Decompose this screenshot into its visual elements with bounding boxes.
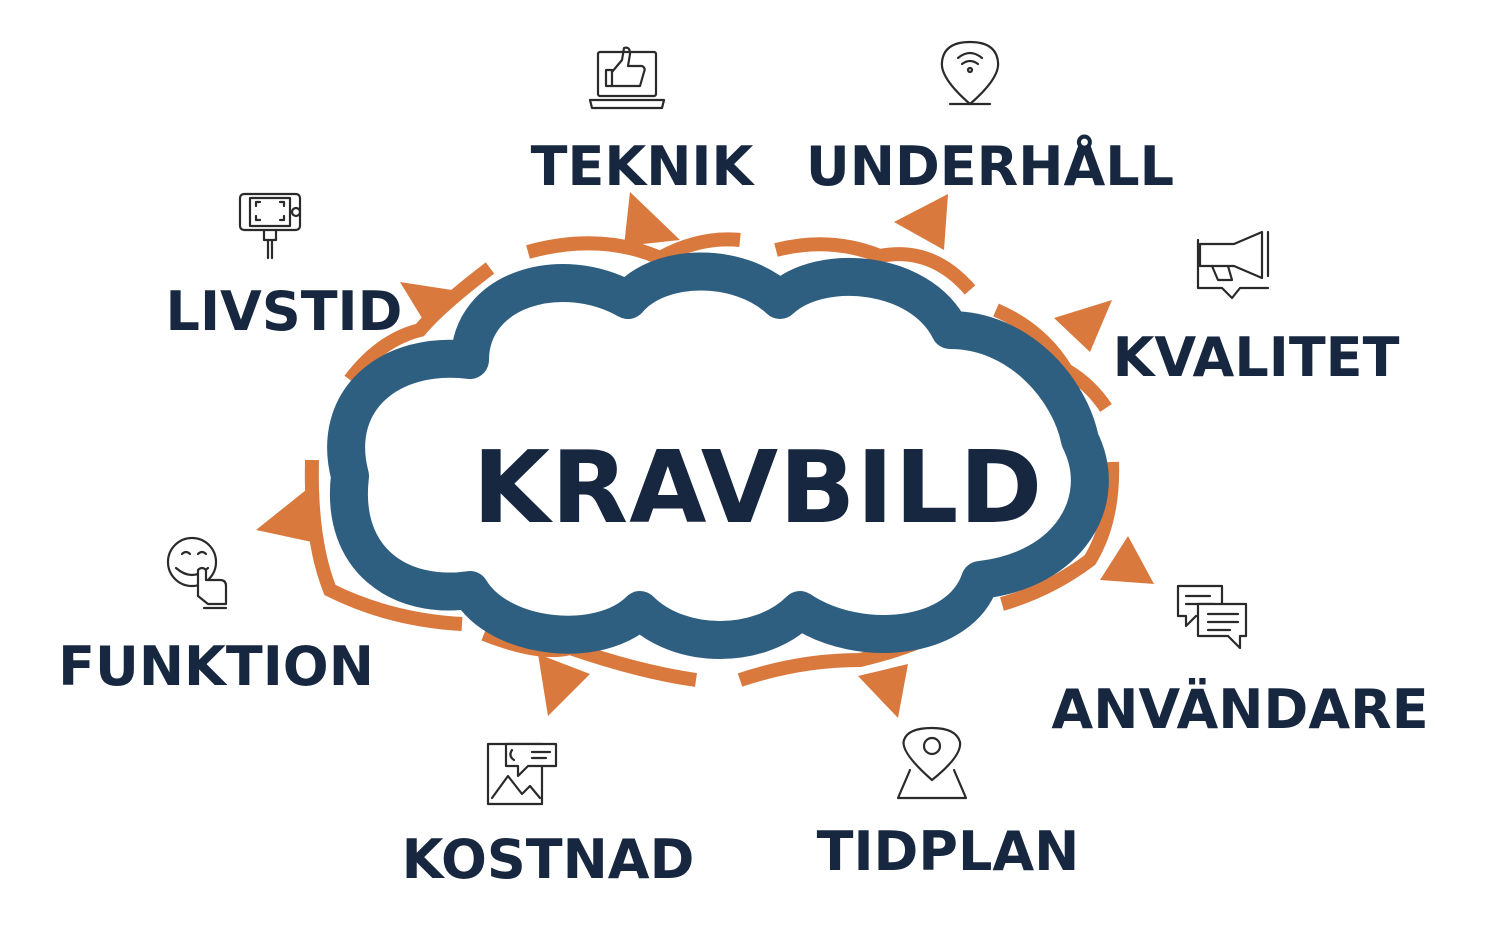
topic-label-tidplan: TIDPLAN <box>817 820 1080 883</box>
smiley-tap-icon <box>166 536 228 610</box>
chat-bubbles-icon <box>1176 584 1248 650</box>
topic-label-funktion: FUNKTION <box>58 635 374 698</box>
image-speech-bubble-icon <box>486 742 558 806</box>
topic-label-anvandare: ANVÄNDARE <box>1051 678 1428 741</box>
arrow-livstid <box>344 262 495 385</box>
megaphone-icon <box>1196 230 1270 300</box>
laptop-thumbs-up-icon <box>588 46 666 110</box>
arrow-underhall <box>774 194 976 295</box>
topic-label-kostnad: KOSTNAD <box>402 828 695 891</box>
topic-label-kvalitet: KVALITET <box>1113 326 1400 389</box>
center-label: KRAVBILD <box>473 429 1044 546</box>
map-pin-icon <box>896 726 968 800</box>
phone-on-selfie-stick-icon <box>238 192 302 260</box>
topic-label-underhall: UNDERHÅLL <box>806 135 1174 198</box>
topic-label-livstid: LIVSTID <box>166 280 403 343</box>
wifi-location-pin-icon <box>940 40 1000 106</box>
topic-label-teknik: TEKNIK <box>531 135 756 198</box>
arrow-anvandare <box>1000 461 1154 611</box>
cloud-shape <box>327 252 1109 659</box>
arrow-funktion <box>256 459 463 631</box>
arrow-teknik <box>526 192 741 266</box>
